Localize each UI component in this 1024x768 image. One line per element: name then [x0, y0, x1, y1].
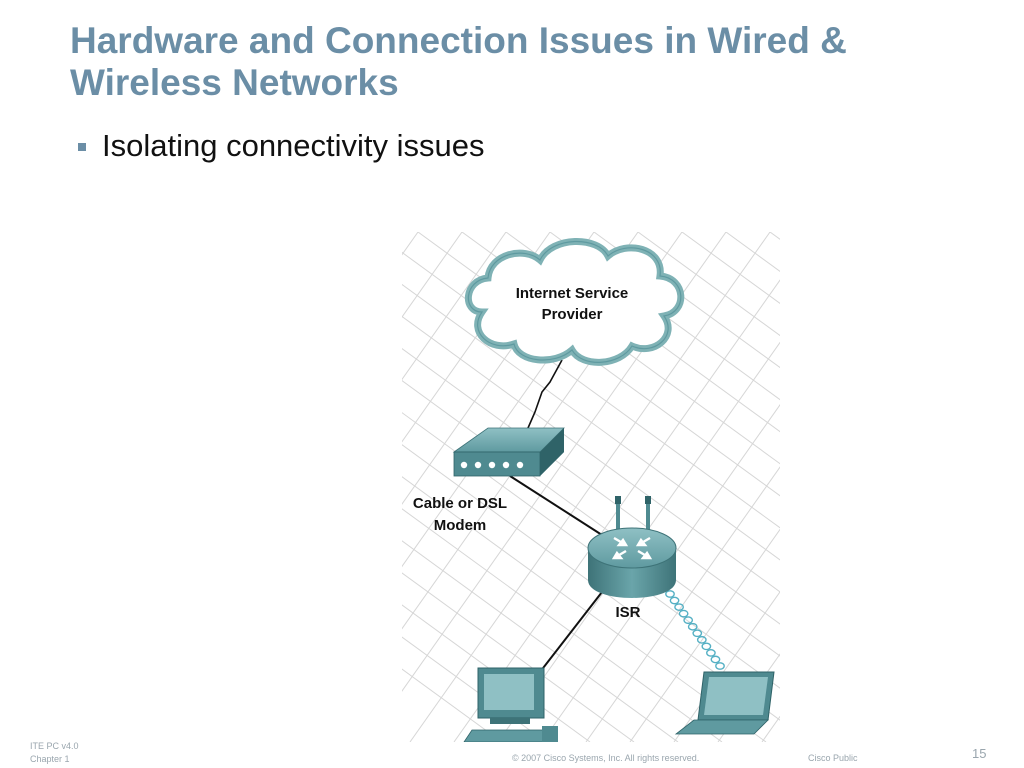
cloud-label-line-2: Provider	[542, 306, 603, 323]
grid-line	[402, 232, 507, 381]
grid-line	[402, 444, 780, 721]
grid-line	[402, 636, 547, 742]
page-number: 15	[972, 746, 987, 761]
network-diagram: Internet Service Provider Cable or DSL M…	[402, 232, 780, 742]
slide-title-line-2: Wireless Networks	[70, 62, 399, 103]
wireless-wave-loop	[678, 609, 689, 618]
grid-line	[585, 466, 780, 742]
wireless-wave-loop	[669, 596, 680, 605]
wireless-wave-loop	[696, 635, 707, 644]
cloud-icon: Internet Service Provider	[464, 238, 685, 366]
footer-chapter: Chapter 1	[30, 754, 70, 764]
grid-line	[629, 528, 780, 742]
grid-line	[402, 572, 635, 742]
footer-classification: Cisco Public	[808, 753, 858, 763]
grid-line	[402, 347, 780, 625]
grid-line	[402, 380, 780, 657]
grid-line	[402, 283, 780, 561]
grid-line	[593, 232, 780, 369]
footer-copyright: © 2007 Cisco Systems, Inc. All rights re…	[512, 753, 700, 763]
grid-line	[402, 315, 780, 593]
cloud-label-line-1: Internet Service	[516, 285, 629, 302]
router-icon	[587, 496, 677, 598]
grid-line	[402, 232, 463, 318]
modem-icon	[452, 427, 565, 477]
grid-line	[673, 590, 780, 742]
grid-line	[402, 476, 767, 742]
grid-line	[402, 540, 679, 742]
modem-label-line-2: Modem	[434, 517, 487, 534]
grid-line	[717, 653, 780, 742]
wireless-wave-loop	[715, 662, 725, 670]
wireless-wave-loop	[692, 629, 703, 638]
bullet-text: Isolating connectivity issues	[102, 128, 485, 163]
bullet-item: Isolating connectivity issues	[78, 128, 485, 164]
grid-line	[761, 715, 780, 742]
wireless-wave-loop	[687, 622, 698, 631]
router-label: ISR	[615, 604, 640, 621]
grid-line	[402, 604, 591, 742]
grid-line	[541, 403, 780, 742]
router-desktop-cable	[539, 591, 603, 673]
wireless-signal-icon	[665, 590, 725, 670]
square-bullet-icon	[78, 143, 86, 151]
slide-title-line-1: Hardware and Connection Issues in Wired …	[70, 20, 847, 61]
slide-title: Hardware and Connection Issues in Wired …	[70, 20, 970, 104]
wireless-wave-loop	[665, 590, 675, 598]
wireless-wave-loop	[674, 603, 684, 611]
network-diagram-svg: Internet Service Provider Cable or DSL M…	[402, 232, 780, 742]
grid-line	[453, 279, 780, 742]
wireless-wave-loop	[706, 649, 716, 657]
desktop-computer-icon	[463, 667, 558, 742]
wireless-wave-loop	[710, 655, 721, 664]
footer-course: ITE PC v4.0	[30, 741, 79, 751]
grid-line	[681, 232, 780, 305]
modem-router-cable	[509, 475, 603, 536]
grid-line	[402, 508, 723, 742]
wireless-wave-loop	[701, 642, 712, 651]
wireless-wave-loop	[683, 616, 694, 625]
grid-line	[402, 412, 780, 689]
grid-line	[409, 232, 771, 742]
footer-course-info: ITE PC v4.0 Chapter 1	[30, 740, 79, 766]
laptop-icon	[674, 671, 775, 735]
grid-line	[497, 341, 780, 742]
grid-line	[637, 232, 780, 337]
modem-label-line-1: Cable or DSL	[413, 495, 507, 512]
